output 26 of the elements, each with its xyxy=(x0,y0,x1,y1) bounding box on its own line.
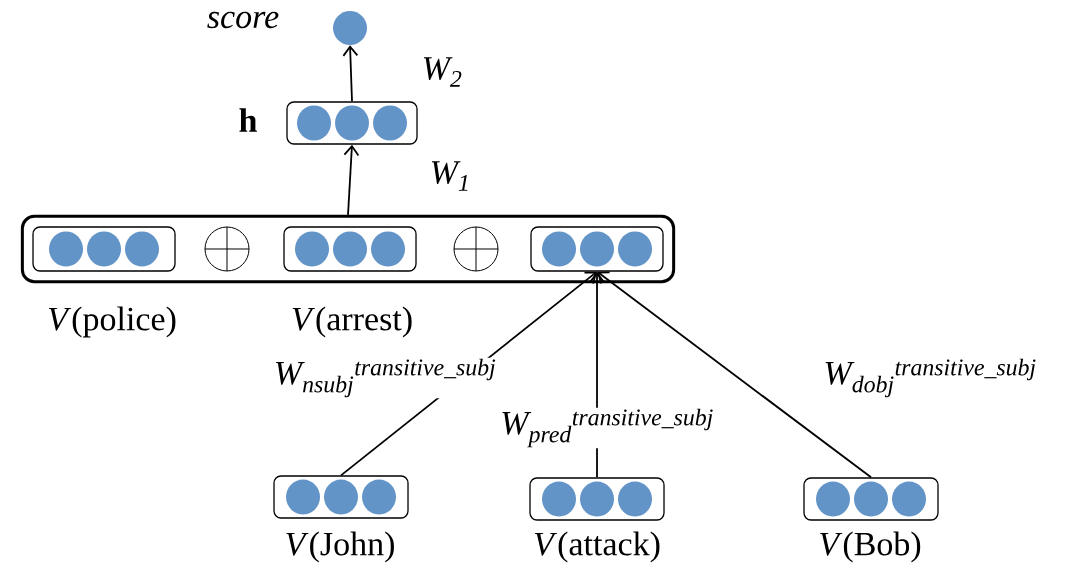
vector-label: V(police) xyxy=(48,306,176,338)
plus-circle xyxy=(204,226,250,272)
output-circle xyxy=(333,11,367,45)
vector-label: V(arrest) xyxy=(292,306,412,338)
concatenation-box xyxy=(20,214,676,284)
hidden-layer-label: h xyxy=(239,108,257,132)
vector-label: V(Bob) xyxy=(820,531,921,563)
vector-box xyxy=(283,226,417,272)
vector-box xyxy=(273,475,409,519)
arrow xyxy=(343,144,360,216)
edge-label: W$_{nsubj}$transitive_subj xyxy=(272,357,498,399)
vector-label: V(attack) xyxy=(534,531,660,563)
edge-label: W$_{dobj}$transitive_subj xyxy=(822,357,1038,399)
vector-box xyxy=(530,226,664,272)
edge-label: W$_{1}$ xyxy=(428,160,472,192)
vector-box xyxy=(529,477,665,521)
output-label: score xyxy=(207,11,279,29)
vector-box xyxy=(32,226,176,272)
arrow xyxy=(597,271,872,479)
vector-label: V(John) xyxy=(286,531,394,563)
arrow xyxy=(342,45,359,103)
vector-box xyxy=(286,101,418,145)
edge-label: W$_{2}$ xyxy=(420,56,464,88)
vector-box xyxy=(803,477,939,521)
edge-label: W$_{pred}$transitive_subj xyxy=(499,407,715,449)
plus-circle xyxy=(453,226,499,272)
